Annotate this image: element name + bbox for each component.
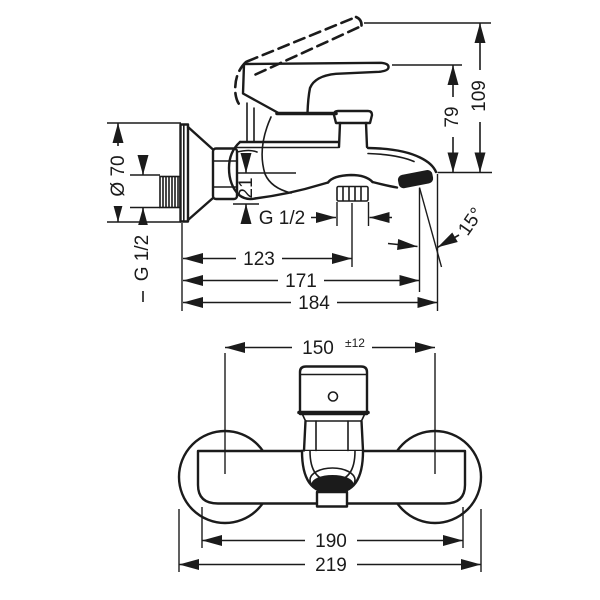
dim-21: 21 <box>233 153 296 224</box>
front-aerator-collar <box>315 490 349 508</box>
front-cartridge-sleeve <box>301 413 366 452</box>
dim-150-tolerance: ±12 <box>345 336 365 350</box>
dim-171: 171 <box>183 270 420 292</box>
spout-side <box>366 146 438 189</box>
handle-lever-side <box>241 61 390 115</box>
dim-109-label: 109 <box>469 80 490 112</box>
side-view: 109 79 Ø 70 <box>106 15 492 314</box>
wall-thread-nipple <box>159 175 181 209</box>
diverter-knob <box>332 109 374 149</box>
dim-dia70: Ø 70 <box>106 122 181 223</box>
dim-79-label: 79 <box>442 106 463 127</box>
dim-184: 184 <box>183 174 439 314</box>
dim-219: 219 <box>178 509 482 576</box>
dim-219-label: 219 <box>315 555 347 576</box>
dim-150: 150 ±12 <box>224 336 436 474</box>
handle-screw-dot <box>327 391 339 402</box>
front-view: 150 ±12 190 219 <box>177 336 483 576</box>
spout-outlet-face <box>397 170 434 189</box>
dim-190-label: 190 <box>315 531 347 552</box>
dim-g12-outlet: G 1/2 <box>259 202 392 229</box>
union-nut <box>211 147 239 201</box>
front-spout <box>300 449 365 508</box>
aerator-outlet-side <box>326 173 374 202</box>
dim-15deg-label: 15° <box>454 204 488 240</box>
dim-dia70-label: Ø 70 <box>108 155 129 196</box>
dim-g12-wall-label: G 1/2 <box>132 235 153 281</box>
dim-150-label: 150 <box>302 338 334 359</box>
dim-79: 79 <box>392 64 463 173</box>
handle-lever-raised-dashed <box>233 15 363 109</box>
dim-g12-outlet-label: G 1/2 <box>259 208 305 229</box>
dim-109: 109 <box>364 22 492 174</box>
dim-123-label: 123 <box>243 249 275 270</box>
dim-g12-wall: G 1/2 <box>130 155 160 302</box>
dim-123: 123 <box>183 248 352 270</box>
dim-184-label: 184 <box>298 293 330 314</box>
front-handle <box>297 365 370 416</box>
mixer-body-side <box>227 102 340 201</box>
front-aerator <box>311 475 354 493</box>
wall-cone-escutcheon <box>179 123 215 223</box>
dim-171-label: 171 <box>285 271 317 292</box>
dim-190: 190 <box>201 507 464 552</box>
dim-21-label: 21 <box>236 177 257 198</box>
